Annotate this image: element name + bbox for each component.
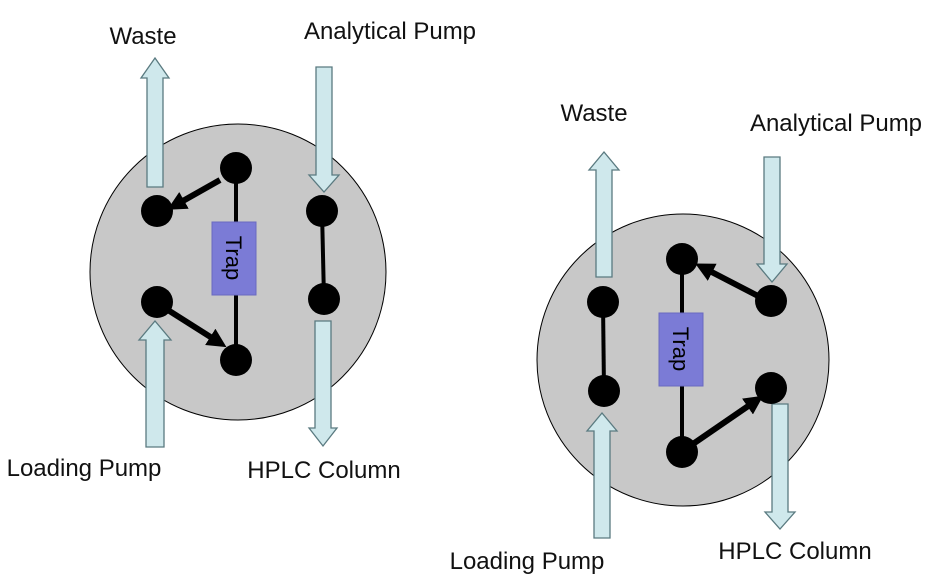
left-port-bottom-center [220,344,252,376]
left-waste-label: Waste [109,23,176,50]
right-loading-pump-label: Loading Pump [450,548,605,575]
right-waste-arrow [587,150,621,278]
right-port-top-center [666,243,698,275]
left-flow-to-waste [167,177,222,210]
left-trap-label: Trap [221,236,246,280]
right-trap [658,312,704,387]
right-waste-label: Waste [560,100,627,127]
left-port-column [308,283,340,315]
right-port-waste [587,286,619,318]
right-port-loading [588,375,620,407]
right-analytical-pump-arrow [755,156,789,284]
left-port-top-center [220,152,252,184]
left-waste-arrow [139,56,171,188]
left-loading-pump-label: Loading Pump [7,455,162,482]
right-port-analytical [755,285,787,317]
right-loading-pump-arrow [585,411,619,539]
left-hplc-column-label: HPLC Column [247,457,400,484]
left-flow-from-loading [158,302,227,348]
left-port-waste [141,195,173,227]
right-hplc-column-label: HPLC Column [718,538,871,565]
right-valve: Trap Waste Analytical Pump Loading Pump … [450,100,922,575]
right-flow-to-column [688,395,764,449]
left-analytical-pump-arrow [307,66,341,193]
right-port-column [755,372,787,404]
right-flow-from-analytical [695,263,762,300]
left-analytical-pump-label: Analytical Pump [304,18,476,45]
right-trap-label: Trap [668,327,693,371]
left-loading-pump-arrow [137,319,173,448]
right-hplc-column-arrow [763,403,797,530]
left-hplc-column-arrow [307,320,339,448]
left-port-analytical [306,195,338,227]
left-port-loading [141,286,173,318]
right-port-bottom-center [666,436,698,468]
right-analytical-pump-label: Analytical Pump [750,110,922,137]
left-valve: Trap Waste Analytical Pump Loading Pump … [7,18,476,484]
left-trap [211,221,257,296]
